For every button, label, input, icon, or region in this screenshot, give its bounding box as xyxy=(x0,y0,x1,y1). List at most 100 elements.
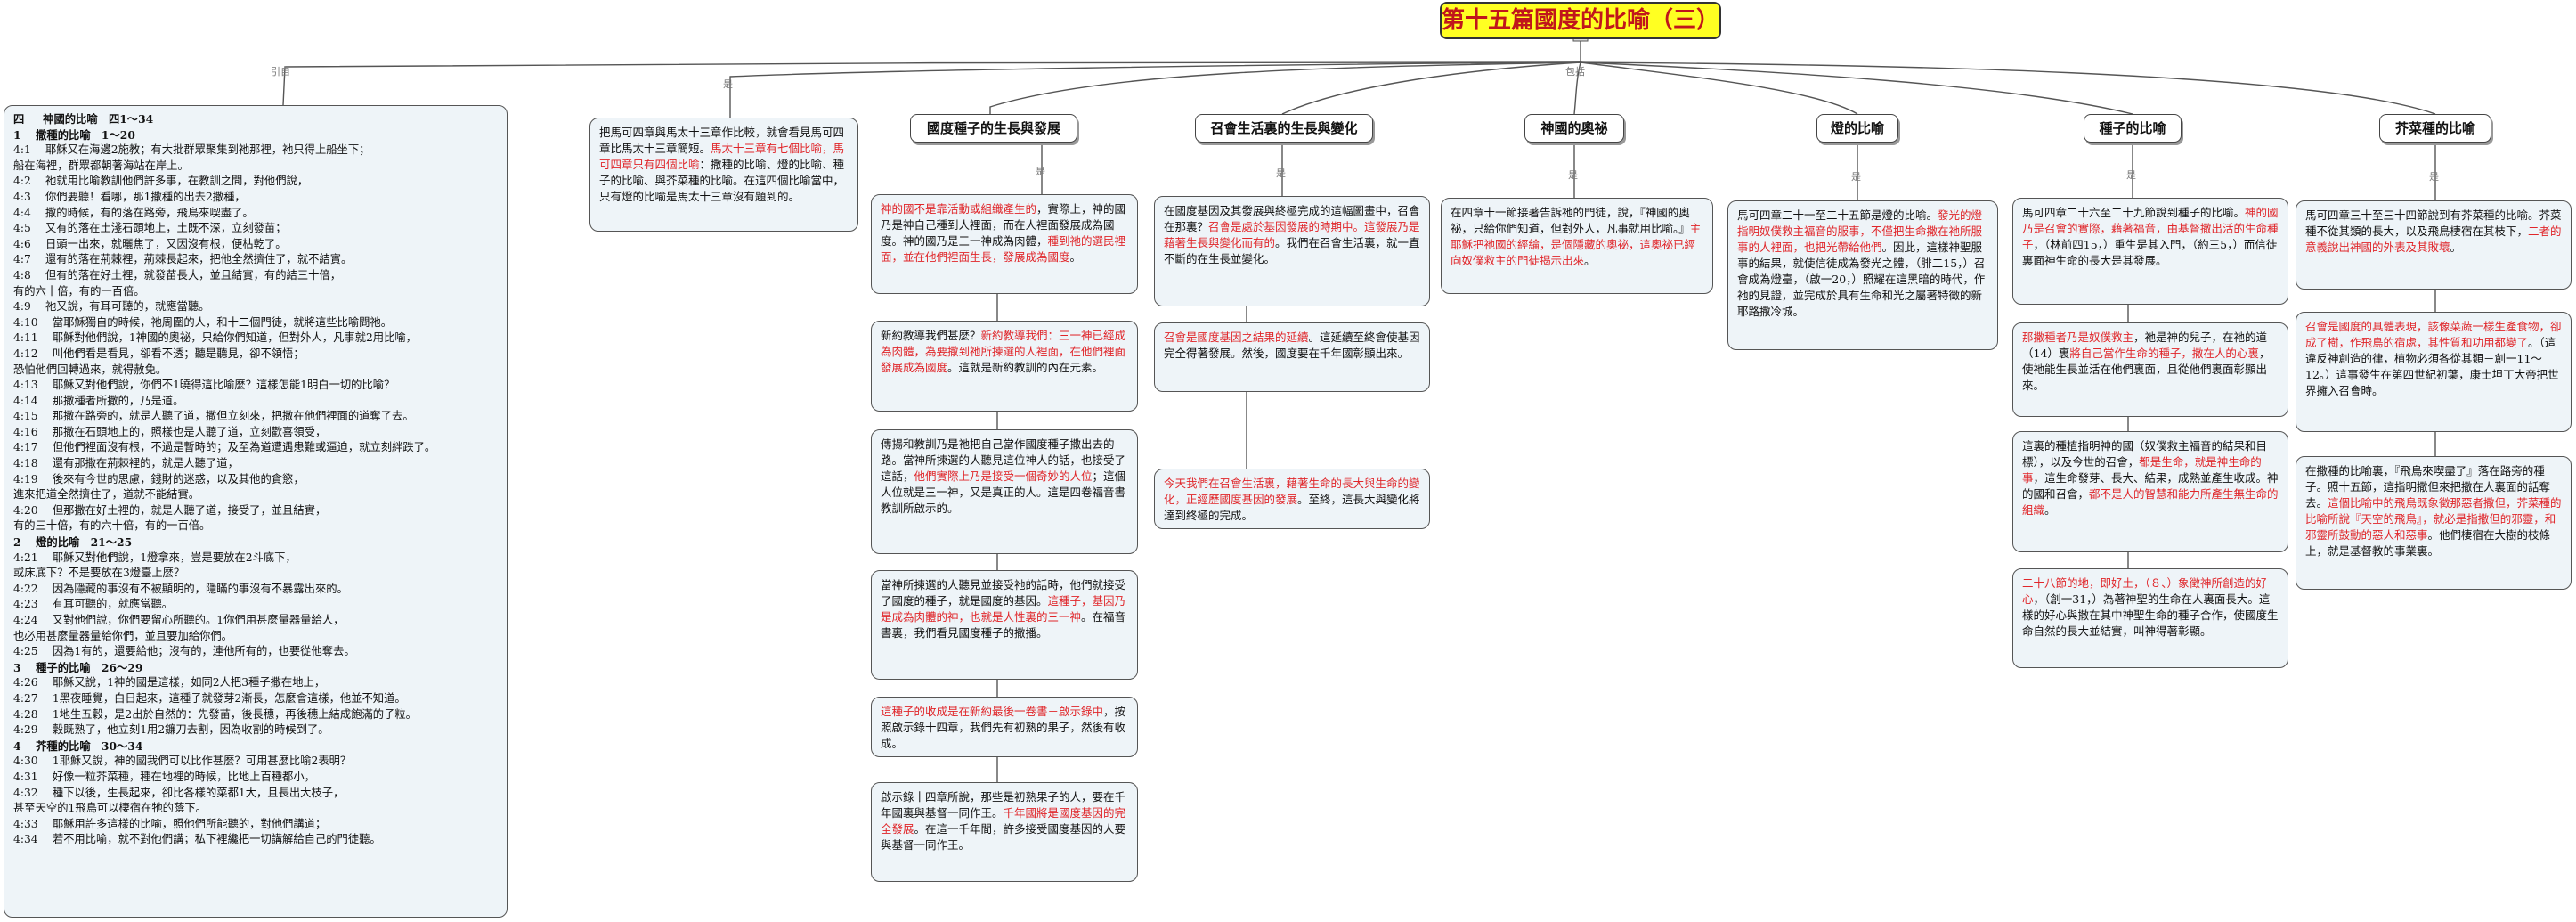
scripture-verse-line: 4:2 祂就用比喻教訓他們許多事，在教訓之間，對他們說， xyxy=(13,175,309,188)
scripture-verse-line: 或床底下？不是要放在3燈臺上麼？ xyxy=(13,567,185,580)
connector-c5 xyxy=(1580,61,2133,115)
edge-label-c4: 是 xyxy=(1851,171,1861,183)
connector-c6 xyxy=(1580,61,2436,115)
node-text: 新約教導我們甚麼？ xyxy=(881,329,981,342)
node-text: 傳揚和教訓乃是祂把自己當作國度種子撒出去的路。當神所揀選的人聽見這位神人的話，也… xyxy=(881,437,1126,483)
c4-node-1[interactable]: 馬可四章二十一至二十五節是燈的比喻。發光的燈指明奴僕救主福音的服事，不僅把生命撒… xyxy=(1727,200,1998,350)
highlight-text: 二十八節的地，即好土，（８、）象徵神所創造的好心 xyxy=(2022,576,2268,606)
scripture-verse-line: 進來把道全然擠住了，道就不能結實。 xyxy=(13,488,200,502)
node-text: 。因此，這樣神聖服事的結果，就使信徒成為發光之體，（腓二15，）召會成為燈臺，（… xyxy=(1737,241,1986,318)
c2-node-2[interactable]: 召會是國度基因之結果的延續。這延續至終會使基因完全得著發展。然後，國度要在千年國… xyxy=(1154,322,1430,392)
header-seed[interactable]: 種子的比喻 xyxy=(2084,114,2182,143)
c5-node-1[interactable]: 馬可四章二十六至二十九節說到種子的比喻。神的國乃是召會的實際，藉著福音，由基督撒… xyxy=(2012,198,2288,305)
node-text: 在撒種的比喻裏，『飛鳥來喫盡了』落在路旁的種子。照十五節，這指明撒但來把撒在人裏… xyxy=(2305,464,2551,510)
scripture-verse-line: 4:8 但有的落在好土裡，就發苗長大，並且結實，有的結三十倍， xyxy=(13,268,342,281)
connector-c1 xyxy=(989,61,1581,114)
node-text: 。（這違反神創造的律，植物必須各從其類－創一11～12。）這事發生在第四世紀初葉… xyxy=(2305,336,2559,397)
highlight-text: 千年國將是國度基因的完全發展 xyxy=(881,806,1126,836)
highlight-text: 召會是國度的具體表現，該像菜蔬一樣生產食物，卻成了樹，作飛鳥的宿處，其性質和功用… xyxy=(2305,320,2562,349)
scripture-section-heading: 四 神國的比喻 四1～34 xyxy=(13,112,154,126)
node-text: 馬可四章二十一至二十五節是燈的比喻。 xyxy=(1737,208,1938,222)
header-lamp[interactable]: 燈的比喻 xyxy=(1816,114,1898,143)
scripture-verse-line: 4:24 又對他們說，你們要留心所聽的。1你們用甚麼量器量給人， xyxy=(13,614,345,626)
node-text: ，使祂能生長並活在他們裏面，且從他們裏面彰顯出來。 xyxy=(2022,347,2271,392)
highlight-text: 都不是人的智慧和能力所產生無生命的組織 xyxy=(2022,487,2279,517)
c2-node-1[interactable]: 在國度基因及其發展與終極完成的這幅圖畫中，召會在那裏？召會是處於基因發展的時期中… xyxy=(1154,196,1430,306)
c1-node-4[interactable]: 當神所揀選的人聽見並接受祂的話時，他們就接受了國度的種子，就是國度的基因。這種子… xyxy=(871,570,1138,680)
edge-label-includes: 包括 xyxy=(1565,66,1585,78)
scripture-verse-line: 恐怕他們回轉過來，就得赦免。 xyxy=(13,363,167,376)
map-title[interactable]: 第十五篇國度的比喻（三） xyxy=(1440,2,1721,39)
highlight-text: 二者的意義說出神國的外表及其敗壞 xyxy=(2305,224,2562,254)
scripture-verse-line: 4:1 耶穌又在海邊2施教；有大批群眾聚集到祂那裡，祂只得上船坐下； xyxy=(13,143,370,157)
scripture-verse-line: 4:27 1黑夜睡覺，白日起來，這種子就發芽2漸長，怎麼會這樣，他並不知道。 xyxy=(13,691,406,705)
c1-node-5[interactable]: 這種子的收成是在新約最後一卷書－啟示錄中，按照啟示錄十四章，我們先有初熟的果子，… xyxy=(871,697,1138,757)
highlight-text: 召會是處於基因發展的時期中。這發展乃是藉著生長與變化而有的 xyxy=(1164,220,1420,249)
scripture-verse-line: 4:23 有耳可聽的，就應當聽。 xyxy=(13,598,174,611)
scripture-verse-line: 4:3 你們要聽！看哪，那1撒種的出去2撒種， xyxy=(13,190,246,203)
scripture-verse-line: 4:21 耶穌又對他們說，1燈拿來，豈是要放在2斗底下， xyxy=(13,551,297,564)
compare-node[interactable]: 把馬可四章與馬太十三章作比較，就會看見馬可四章比馬太十三章簡短。馬太十三章有七個… xyxy=(589,118,858,232)
scripture-verse-line: 4:26 耶穌又說，1神的國是這樣，如同2人把3種子撒在地上， xyxy=(13,676,326,689)
node-text: 。這就是新約教訓的內在元素。 xyxy=(947,361,1104,374)
highlight-text: 召會是國度基因之結果的延續 xyxy=(1164,330,1309,344)
edge-label-c2: 是 xyxy=(1276,167,1286,179)
scripture-verse-line: 4:30 1耶穌又說，神的國我們可以比作甚麼？可用甚麼比喻2表明？ xyxy=(13,755,352,768)
c5-node-2[interactable]: 那撒種者乃是奴僕救主，祂是神的兒子，在祂的道（14）裏將自己當作生命的種子，撒在… xyxy=(2012,322,2288,417)
c2-node-3[interactable]: 今天我們在召會生活裏，藉著生命的長大與生命的變化，正經歷國度基因的發展。至終，這… xyxy=(1154,469,1430,529)
c6-node-1[interactable]: 馬可四章三十至三十四節說到有芥菜種的比喻。芥菜種不從其類的長大，以及飛鳥棲宿在其… xyxy=(2296,200,2572,290)
header-mustard[interactable]: 芥菜種的比喻 xyxy=(2379,114,2491,143)
highlight-text: 將自己當作生命的種子，撒在人的心裏 xyxy=(2069,347,2259,360)
scripture-verse-line: 4:29 穀既熟了，他立刻1用2鐮刀去割，因為收割的時候到了。 xyxy=(13,723,329,737)
compare-text-2: 馬太十三章有七個比喻，馬可四章只有四個比喻 xyxy=(599,142,845,171)
scripture-verse-line: 4:13 耶穌又對他們說，你們不1曉得這比喻麼？這樣怎能1明白一切的比喻？ xyxy=(13,379,395,392)
scripture-verse-line: 4:34 若不用比喻，就不對他們講；私下裡纔把一切講解給自己的門徒聽。 xyxy=(13,833,381,846)
edge-label-c1: 是 xyxy=(1036,166,1045,177)
highlight-text: 這種子的收成是在新約最後一卷書－啟示錄中 xyxy=(881,705,1104,718)
node-text: 。這延續至終會使基因完全得著發展。然後，國度要在千年國彰顯出來。 xyxy=(1164,330,1420,360)
scripture-verse-line: 4:12 叫他們看是看見，卻看不透；聽是聽見，卻不領悟； xyxy=(13,347,305,360)
node-text: 馬可四章二十六至二十九節說到種子的比喻。 xyxy=(2022,206,2246,219)
highlight-text: 種到祂的選民裡面，並在他們裡面生長，發展成為國度 xyxy=(881,234,1126,264)
highlight-text: 這個比喻中的飛鳥既象徵那惡者撒但，芥菜種的比喻所說『天空的飛鳥』，就必是指撒但的… xyxy=(2305,496,2562,542)
scripture-verse-line: 有的三十倍，有的六十倍，有的一百倍。 xyxy=(13,519,211,533)
c6-node-3[interactable]: 在撒種的比喻裏，『飛鳥來喫盡了』落在路旁的種子。照十五節，這指明撒但來把撒在人裏… xyxy=(2296,456,2572,590)
node-text: ，實際上，神的國乃是神自己種到人裡面，而在人裡面發展成為國度。神的國乃是三一神成… xyxy=(881,202,1126,248)
highlight-text: 新約教導我們：三一神已經成為肉體，為要撒到祂所揀選的人裡面，在他們裡面發展成為國… xyxy=(881,329,1126,374)
node-text: 這裏的種植指明神的國（奴僕救主福音的結果和目標），以及今世的召會， xyxy=(2022,439,2268,469)
node-text: 啟示錄十四章所說，那些是初熟果子的人，要在千年國裏與基督一同作王。 xyxy=(881,790,1126,820)
compare-text-3: ：撒種的比喻、燈的比喻、種子的比喻、與芥菜種的比喻。在這四個比喻當中，只有燈的比… xyxy=(599,158,845,203)
edge-label-c3: 是 xyxy=(1568,169,1578,181)
node-text: ，（林前四15，）重生是其入門，（約三5，）而信徒裏面神生命的長大是其發展。 xyxy=(2022,238,2278,267)
scripture-section-heading: 3 種子的比喻 26～29 xyxy=(13,660,143,674)
scripture-verse-line: 4:28 1地生五穀，是2出於自然的：先發苗，後長穗，再後穗上結成飽滿的子粒。 xyxy=(13,707,417,721)
node-text: 。他們棲宿在大樹的枝條上，就是基督教的事業裏。 xyxy=(2305,528,2551,558)
c1-node-2[interactable]: 新約教導我們甚麼？新約教導我們：三一神已經成為肉體，為要撒到祂所揀選的人裡面，在… xyxy=(871,321,1138,412)
connector-c2 xyxy=(1281,61,1581,115)
node-text: 。至終，這長大與變化將達到終極的完成。 xyxy=(1164,493,1420,522)
c1-node-3[interactable]: 傳揚和教訓乃是祂把自己當作國度種子撒出去的路。當神所揀選的人聽見這位神人的話，也… xyxy=(871,429,1138,554)
scripture-verse-line: 4:11 耶穌對他們說，1神國的奧祕，只給你們知道，但對外人，凡事就2用比喻， xyxy=(13,331,417,345)
scripture-verse-line: 4:32 種下以後，生長起來，卻比各樣的菜都1大，且長出大枝子， xyxy=(13,786,345,799)
highlight-text: 都是生命，就是神生命的事 xyxy=(2022,455,2262,485)
scripture-verse-line: 4:31 好像一粒芥菜種，種在地裡的時候，比地上百種都小， xyxy=(13,770,315,783)
c5-node-3[interactable]: 這裏的種植指明神的國（奴僕救主福音的結果和目標），以及今世的召會，都是生命，就是… xyxy=(2012,431,2288,552)
scripture-section-heading: 1 撒種的比喻 1～20 xyxy=(13,127,135,142)
scripture-verse-line: 也必用甚麼量器量給你們，並且要加給你們。 xyxy=(13,629,232,642)
scripture-verse-line: 4:25 因為1有的，還要給他；沒有的，連他所有的，也要從他奪去。 xyxy=(13,645,355,658)
c5-node-4[interactable]: 二十八節的地，即好土，（８、）象徵神所創造的好心，（創一31，）為著神聖的生命在… xyxy=(2012,568,2288,668)
c6-node-2[interactable]: 召會是國度的具體表現，該像菜蔬一樣生產食物，卻成了樹，作飛鳥的宿處，其性質和功用… xyxy=(2296,312,2572,432)
connector-c3 xyxy=(1573,61,1581,115)
header-mystery[interactable]: 神國的奧祕 xyxy=(1524,114,1624,143)
c1-node-1[interactable]: 神的國不是靠活動或組織產生的，實際上，神的國乃是神自己種到人裡面，而在人裡面發展… xyxy=(871,194,1138,294)
scripture-verse-line: 4:33 耶穌用許多這樣的比喻，照他們所能聽的，對他們講道； xyxy=(13,817,327,830)
header-church-life[interactable]: 召會生活裏的生長與變化 xyxy=(1195,114,1373,143)
scripture-verse-line: 4:17 但他們裡面沒有根，不過是暫時的；及至為道遭遇患難或逼迫，就立刻絆跌了。 xyxy=(13,441,436,454)
edge-label-is: 是 xyxy=(723,78,733,90)
header-kingdom-seed[interactable]: 國度種子的生長與發展 xyxy=(910,114,1077,143)
node-text: 在四章十一節接著告訴祂的門徒，說，『神國的奧祕，只給你們知道，但對外人，凡事就用… xyxy=(1451,206,1690,235)
c1-node-6[interactable]: 啟示錄十四章所說，那些是初熟果子的人，要在千年國裏與基督一同作王。千年國將是國度… xyxy=(871,782,1138,882)
edge-label-quote: 引自 xyxy=(271,66,290,78)
c3-node-1[interactable]: 在四章十一節接著告訴祂的門徒，說，『神國的奧祕，只給你們知道，但對外人，凡事就用… xyxy=(1441,198,1713,294)
